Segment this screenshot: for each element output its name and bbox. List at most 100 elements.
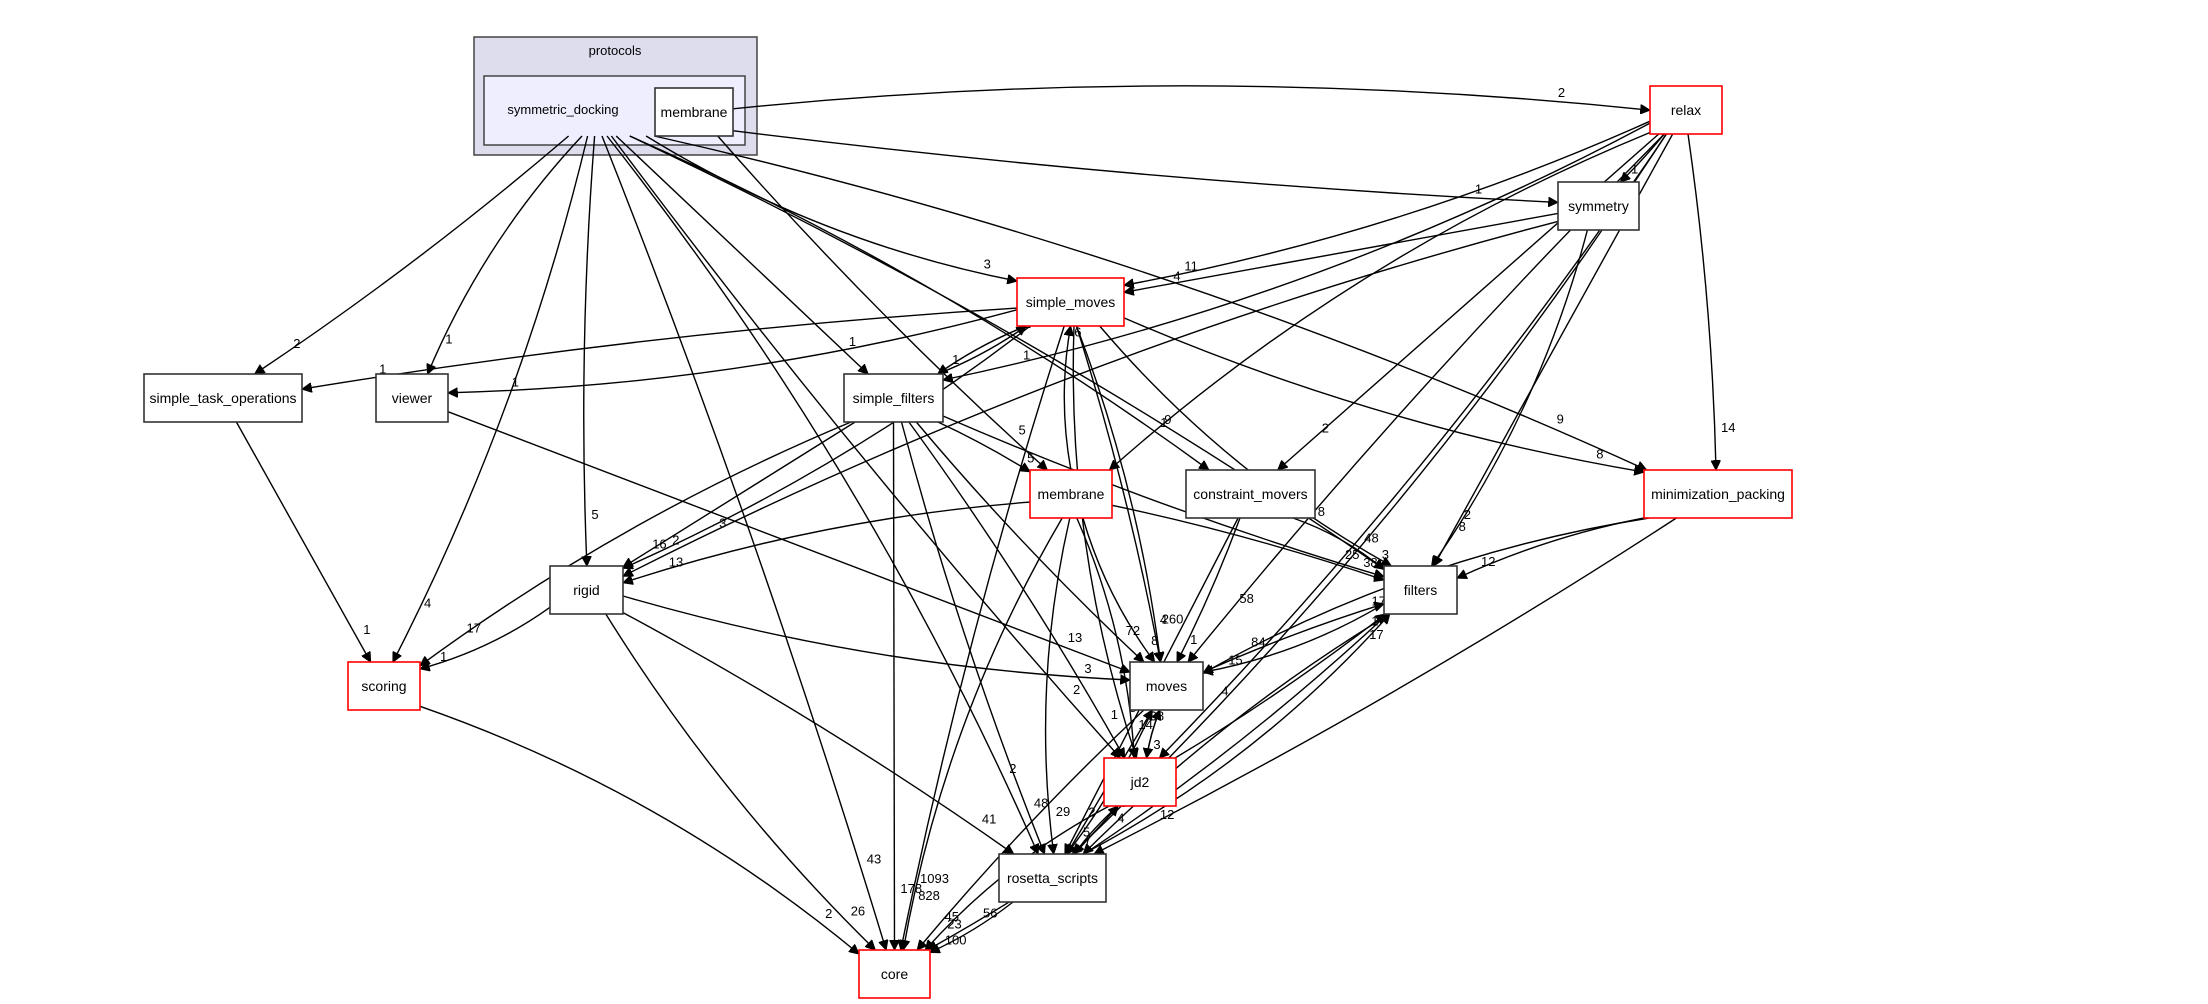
edge-label-relax-to-minimization_packing[interactable]: 14	[1721, 420, 1735, 435]
edge-label-membrane-to-moves[interactable]: 8	[1151, 633, 1158, 648]
edge-label-symmetric_docking-to-symmetry[interactable]: 1	[1475, 182, 1482, 197]
edge-label-symmetric_docking-to-constraint_movers[interactable]: 1	[1160, 415, 1167, 430]
edge-symmetric_docking-to-minimization_packing[interactable]	[654, 135, 1646, 470]
edge-label-membrane-to-core[interactable]: 828	[918, 888, 940, 903]
edge-label-relax-to-simple_filters[interactable]: 1	[1023, 348, 1030, 363]
edge-symmetric_docking-to-simple_filters[interactable]	[615, 135, 868, 374]
edge-label-simple_filters-to-scoring[interactable]: 17	[467, 621, 481, 636]
edge-label-symmetric_docking-to-relax[interactable]: 2	[1558, 85, 1565, 100]
edge-label-symmetry-to-simple_moves[interactable]: 4	[1173, 268, 1180, 283]
node-jd2[interactable]: jd2	[1103, 757, 1177, 807]
edge-label-simple_moves-to-moves[interactable]: 260	[1162, 612, 1184, 627]
edge-label-scoring-to-core[interactable]: 2	[825, 906, 832, 921]
edge-label-symmetry-to-filters[interactable]: 8	[1459, 519, 1466, 534]
edge-filters-to-rosetta_scripts[interactable]	[1083, 613, 1391, 854]
node-simple-moves[interactable]: simple_moves	[1016, 277, 1125, 327]
edge-label-rigid-to-scoring[interactable]: 1	[440, 649, 447, 664]
edge-minimization_packing-to-rosetta_scripts[interactable]	[1094, 517, 1677, 855]
edge-label-constraint_movers-to-moves[interactable]: 1	[1190, 632, 1197, 647]
edge-symmetric_docking-to-scoring[interactable]	[392, 135, 589, 662]
edge-label-symmetric_docking-to-scoring[interactable]: 4	[424, 596, 431, 611]
edge-label-simple_filters-to-core[interactable]: 178	[900, 881, 922, 896]
edge-rosetta_scripts-to-core[interactable]	[930, 901, 1014, 952]
edge-label-symmetric_docking-to-viewer[interactable]: 1	[445, 332, 452, 347]
edge-relax-to-constraint_movers[interactable]	[1278, 133, 1660, 470]
edge-label-simple_moves-to-simple_filters[interactable]: 1	[952, 352, 959, 367]
edge-label-relax-to-symmetry[interactable]: 1	[1631, 161, 1638, 176]
edge-label-jd2-to-core[interactable]: 23	[947, 917, 961, 932]
edge-label-symmetry-to-rigid[interactable]: 3	[719, 516, 726, 531]
edge-label-moves-to-filters[interactable]: 17	[1372, 594, 1386, 609]
edge-scoring-to-core[interactable]	[419, 705, 859, 954]
edge-label-constraint_movers-to-filters[interactable]: 3	[1382, 547, 1389, 562]
edge-simple_filters-to-scoring[interactable]	[420, 421, 852, 666]
edge-relax-to-membrane[interactable]	[1109, 131, 1651, 471]
edge-symmetric_docking-to-relax[interactable]	[669, 85, 1650, 117]
edge-label-symmetric_docking-to-rosetta_scripts[interactable]: 2	[1009, 761, 1016, 776]
edge-label-simple_moves-to-filters[interactable]: 48	[1364, 531, 1378, 546]
edge-label-relax-to-moves[interactable]: 58	[1239, 591, 1253, 606]
edge-simple_filters-to-jd2[interactable]	[908, 421, 1126, 758]
edge-label-rosetta_scripts-to-core[interactable]: 100	[945, 932, 967, 947]
node-simple-task-operations[interactable]: simple_task_operations	[143, 373, 303, 423]
edge-label-minimization_packing-to-filters[interactable]: 12	[1481, 554, 1495, 569]
edge-simple_moves-to-minimization_packing[interactable]	[1123, 317, 1644, 472]
edge-membrane-to-simple_moves[interactable]	[1063, 326, 1071, 471]
edge-label-rigid-to-moves[interactable]: 3	[1084, 661, 1091, 676]
edge-label-moves-to-jd2[interactable]: 3	[1153, 737, 1160, 752]
node-constraint-movers[interactable]: constraint_movers	[1185, 469, 1316, 519]
edge-label-filters-to-core[interactable]: 56	[983, 905, 997, 920]
edge-label-rigid-to-core[interactable]: 26	[851, 903, 865, 918]
edge-membrane_inner-to-membrane[interactable]	[717, 135, 1048, 470]
edge-simple_filters-to-rigid[interactable]	[623, 421, 856, 568]
edge-label-membrane-to-simple_moves[interactable]: 6	[1074, 324, 1081, 339]
edge-membrane-to-moves[interactable]	[1082, 517, 1155, 662]
edge-jd2-to-filters[interactable]	[1174, 614, 1385, 759]
edge-symmetric_docking-to-viewer[interactable]	[428, 135, 583, 374]
edge-label-simple_moves-to-viewer[interactable]: 1	[512, 375, 519, 390]
edge-label-simple_filters-to-jd2[interactable]: 1	[1111, 707, 1118, 722]
edge-label-symmetric_docking-to-filters[interactable]: 8	[1318, 504, 1325, 519]
edge-label-simple_task_operations-to-scoring[interactable]: 1	[363, 622, 370, 637]
edge-simple_filters-to-filters[interactable]	[942, 415, 1384, 577]
edge-label-symmetric_docking-to-simple_filters[interactable]: 1	[849, 334, 856, 349]
node-membrane[interactable]: membrane	[1029, 469, 1113, 519]
node-filters[interactable]: filters	[1383, 565, 1458, 615]
edge-simple_filters-to-simple_moves[interactable]	[937, 326, 1027, 375]
edge-label-minimization_packing-to-moves[interactable]: 84	[1251, 635, 1265, 650]
edge-label-symmetric_docking-to-simple_moves[interactable]: 3	[984, 257, 991, 272]
edge-label-filters-to-moves[interactable]: 15	[1228, 652, 1242, 667]
edge-label-simple_moves-to-core[interactable]: 1093	[920, 871, 949, 886]
node-relax[interactable]: relax	[1649, 85, 1723, 135]
edge-label-simple_filters-to-rigid[interactable]: 16	[652, 537, 666, 552]
edge-simple_moves-to-simple_filters[interactable]	[938, 325, 1027, 374]
edge-symmetry-to-filters[interactable]	[1432, 229, 1589, 566]
edge-label-moves-to-rosetta_scripts[interactable]: 5	[1083, 825, 1090, 840]
node-symmetry[interactable]: symmetry	[1557, 181, 1640, 231]
node-scoring[interactable]: scoring	[347, 661, 421, 711]
edge-simple_moves-to-filters[interactable]	[1099, 325, 1392, 567]
edge-symmetry-to-rigid[interactable]	[623, 220, 1559, 577]
edge-moves-to-filters[interactable]	[1202, 604, 1384, 673]
edge-moves-to-jd2[interactable]	[1147, 709, 1161, 758]
edge-label-rigid-to-rosetta_scripts[interactable]: 41	[982, 812, 996, 827]
edge-relax-to-minimization_packing[interactable]	[1687, 133, 1716, 470]
edge-label-constraint_movers-to-rosetta_scripts[interactable]: 2	[1088, 804, 1095, 819]
edge-label-simple_moves-to-simple_task_operations[interactable]: 1	[379, 362, 386, 377]
edge-label-relax-to-membrane[interactable]: 9	[1164, 412, 1171, 427]
edge-label-symmetric_docking-to-core[interactable]: 43	[867, 852, 881, 867]
edge-label-relax-to-jd2[interactable]: 4	[1221, 684, 1228, 699]
edge-label-membrane-to-jd2[interactable]: 14	[1138, 717, 1152, 732]
edge-membrane-to-jd2[interactable]	[1076, 517, 1135, 758]
edge-simple_task_operations-to-scoring[interactable]	[235, 421, 372, 662]
edge-symmetric_docking-to-symmetry[interactable]	[669, 122, 1558, 203]
edge-rigid-to-scoring[interactable]	[420, 606, 551, 669]
edge-label-symmetric_docking-to-minimization_packing[interactable]: 9	[1557, 411, 1564, 426]
edge-simple_moves-to-jd2[interactable]	[1072, 325, 1136, 758]
edge-simple_moves-to-viewer[interactable]	[448, 309, 1018, 393]
edge-symmetric_docking-to-jd2[interactable]	[610, 135, 1120, 758]
edge-label-symmetric_docking-to-simple_task_operations[interactable]: 2	[293, 336, 300, 351]
edge-rigid-to-core[interactable]	[605, 613, 876, 950]
edge-label-rosetta_scripts-to-moves[interactable]: 38	[1150, 708, 1164, 723]
edge-simple_moves-to-moves[interactable]	[1075, 325, 1161, 662]
